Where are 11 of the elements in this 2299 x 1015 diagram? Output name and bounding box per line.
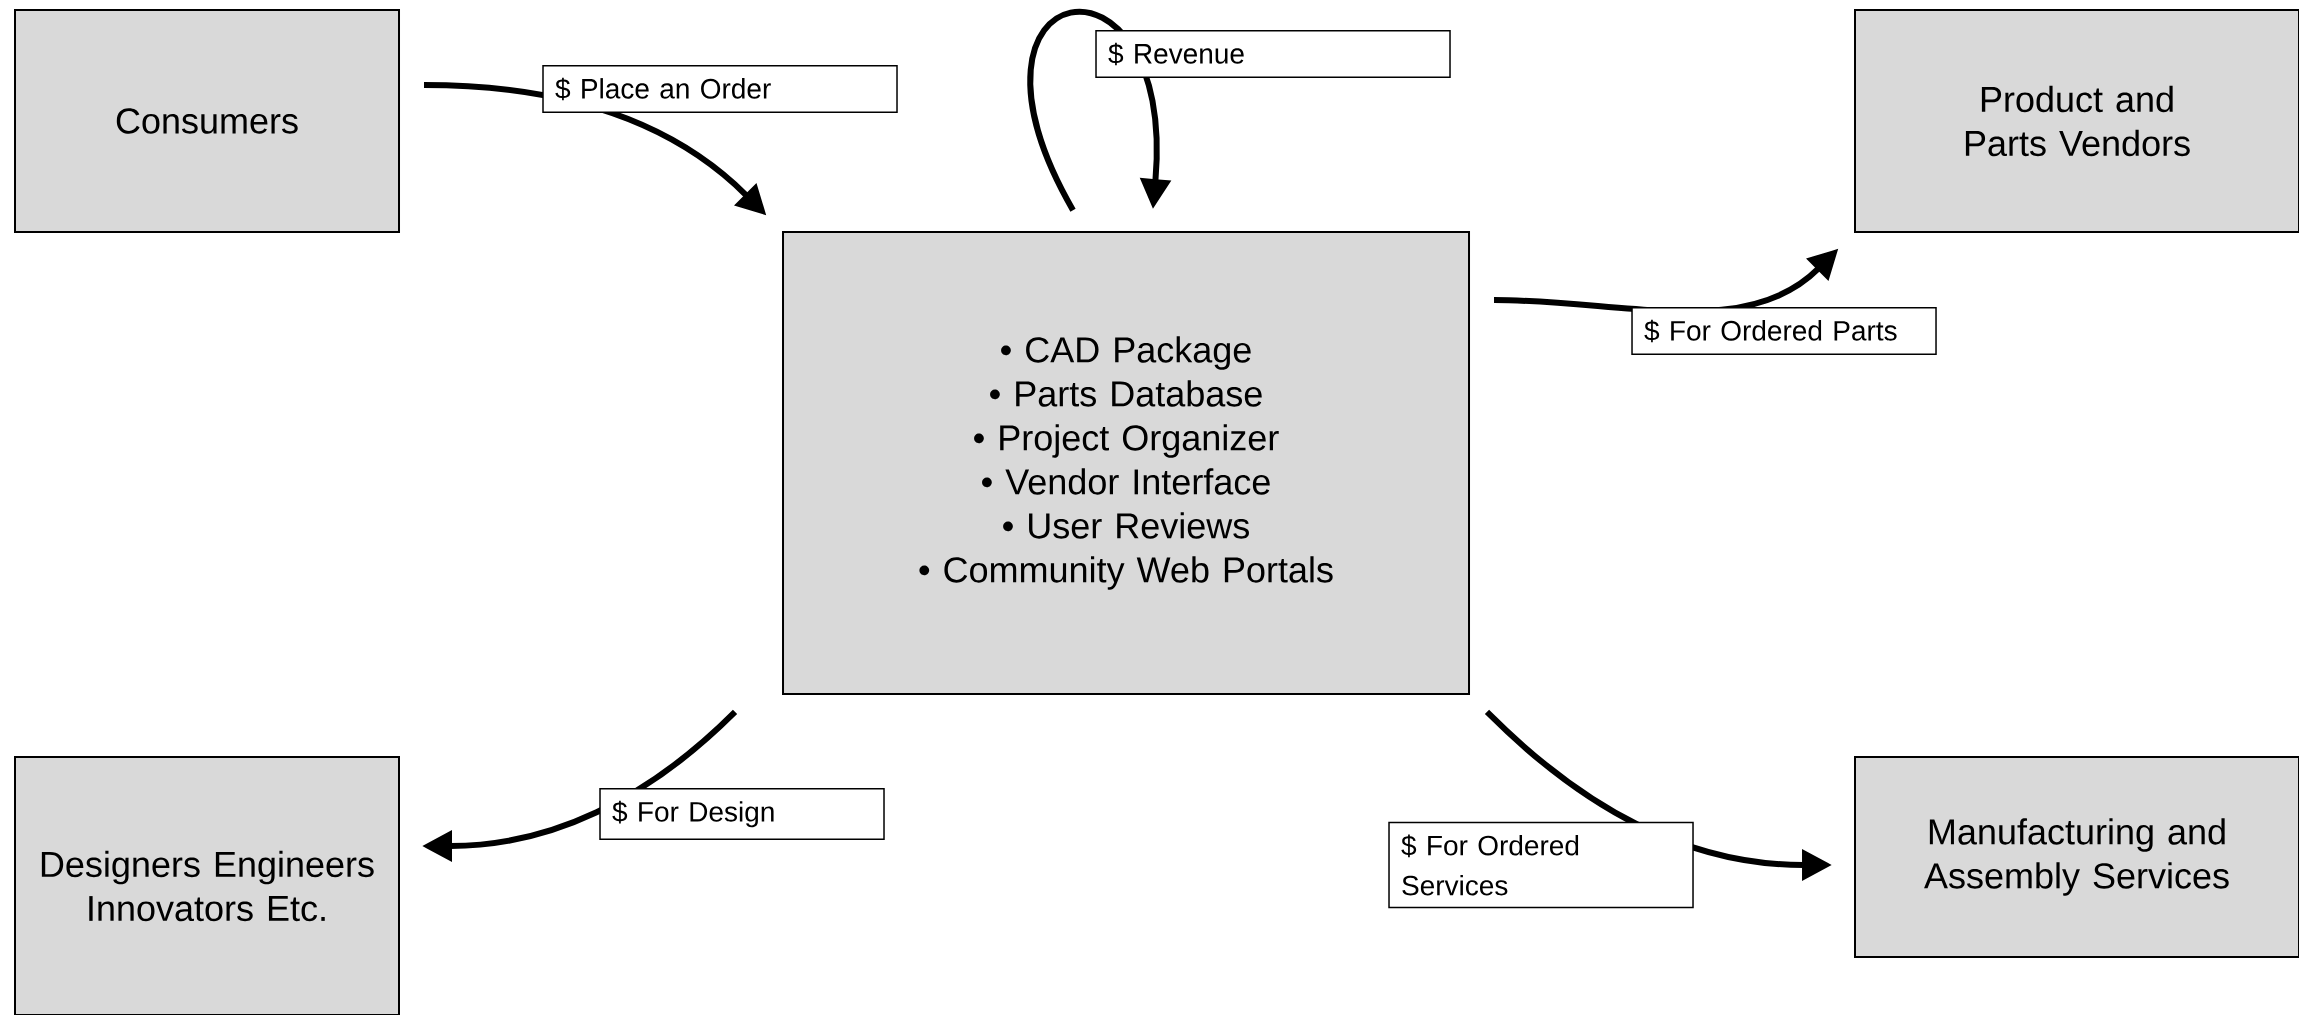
- process-box: Manufacturing and Assembly Services: [1854, 756, 2299, 958]
- edge-label: $ Revenue: [1095, 29, 1451, 79]
- edge-label: $ Place an Order: [542, 64, 898, 114]
- process-box: Designers Engineers Innovators Etc.: [14, 756, 400, 1015]
- process-box: Product and Parts Vendors: [1854, 9, 2299, 233]
- arrow: [1027, 9, 1172, 212]
- process-box: • CAD Package • Parts Database • Project Organizer • Vendor Interface • User Reviews • Community Web Portals: [782, 231, 1470, 695]
- edge-label: $ For Ordered Services: [1388, 821, 1694, 909]
- edge-label: $ For Ordered Parts: [1631, 306, 1937, 356]
- edge-label: $ For Design: [599, 788, 885, 840]
- process-box: Consumers: [14, 9, 400, 233]
